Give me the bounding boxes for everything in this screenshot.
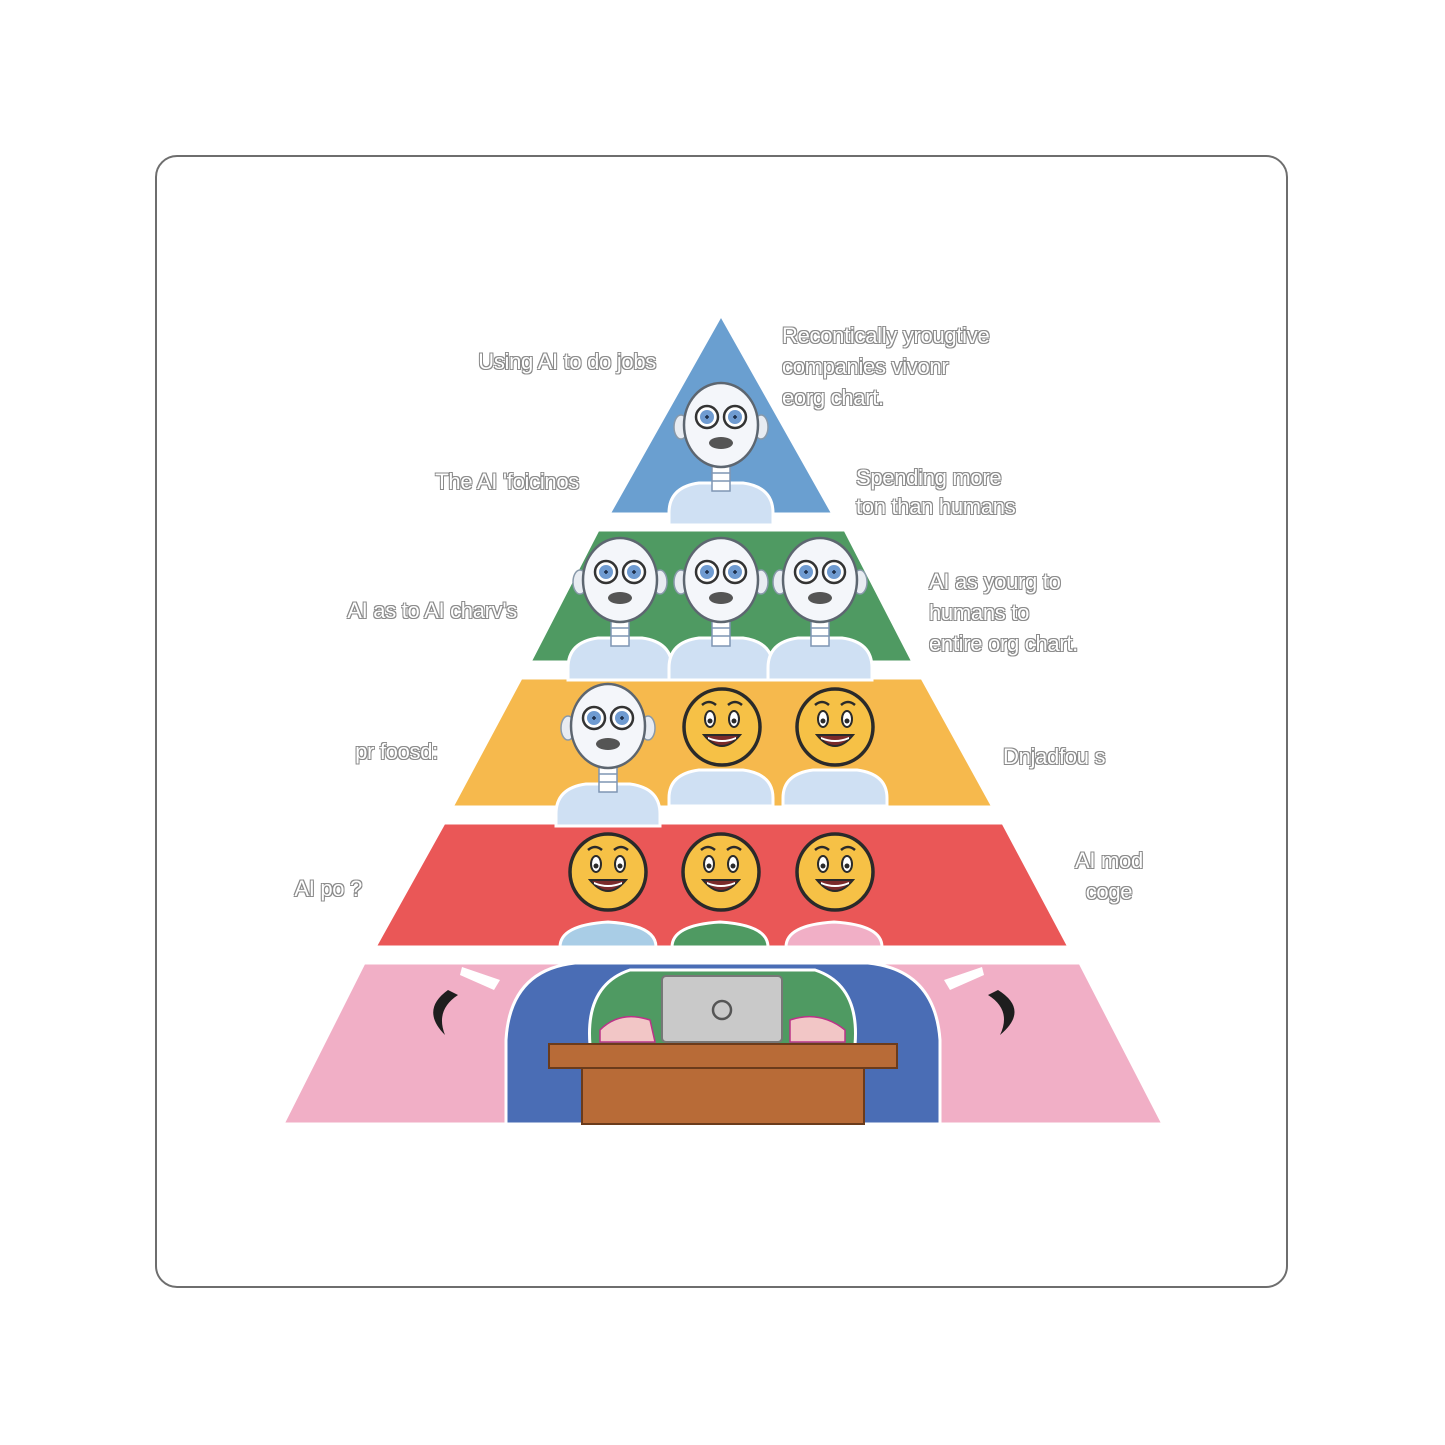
- label-right-1-line-3: eorg chart.: [782, 385, 884, 410]
- smiley-icon: [568, 832, 648, 912]
- label-right-3-line-3: entire org chart.: [929, 631, 1078, 656]
- torso: [781, 768, 889, 808]
- label-right-2: Spending more ton than humans: [856, 463, 1016, 521]
- smiley-icon: [682, 687, 762, 767]
- label-right-3-line-2: humans to: [929, 600, 1030, 625]
- label-right-1-line-1: Recontically yrougtive: [782, 323, 990, 348]
- desk-top: [548, 1043, 898, 1069]
- desk-front: [581, 1067, 865, 1125]
- label-left-1: Using AI to do jobs: [478, 349, 656, 374]
- brow-right: [944, 967, 984, 990]
- hand-right: [789, 1015, 846, 1043]
- label-right-3-line-1: AI as yourg to: [929, 569, 1061, 594]
- label-right-1: Recontically yrougtive companies vivonr …: [782, 320, 990, 413]
- mouth-right: [988, 990, 1015, 1035]
- laptop-logo: [711, 999, 733, 1021]
- label-right-5-line-1: AI mod: [1075, 848, 1143, 873]
- laptop-icon: [661, 975, 783, 1043]
- label-right-4-line-1: Dnjadfou s: [1003, 744, 1106, 769]
- brow-left: [460, 967, 500, 990]
- smiley-icon: [795, 832, 875, 912]
- hand-left: [599, 1015, 656, 1043]
- label-right-5: AI mod coge: [1075, 845, 1143, 907]
- label-right-4: Dnjadfou s: [1003, 741, 1105, 772]
- smiley-icon: [795, 687, 875, 767]
- label-right-3: AI as yourg to humans to entire org char…: [929, 566, 1078, 659]
- label-left-2: The AI 'foicinos: [435, 469, 579, 494]
- label-left-4: pr foosd:: [355, 739, 438, 764]
- label-right-2-line-1: Spending more: [856, 465, 1002, 490]
- shirt-green: [670, 920, 770, 949]
- shirt-pink: [784, 920, 884, 949]
- label-right-1-line-2: companies vivonr: [782, 354, 949, 379]
- shirt-blue: [558, 920, 658, 949]
- torso: [667, 768, 775, 808]
- label-right-5-line-2: coge: [1085, 879, 1133, 904]
- label-left-5: AI po ?: [294, 876, 362, 901]
- mouth-left: [433, 990, 458, 1035]
- label-left-3: AI as to AI charv's: [347, 598, 517, 623]
- smiley-icon: [681, 832, 761, 912]
- label-right-2-line-2: ton than humans: [856, 494, 1016, 519]
